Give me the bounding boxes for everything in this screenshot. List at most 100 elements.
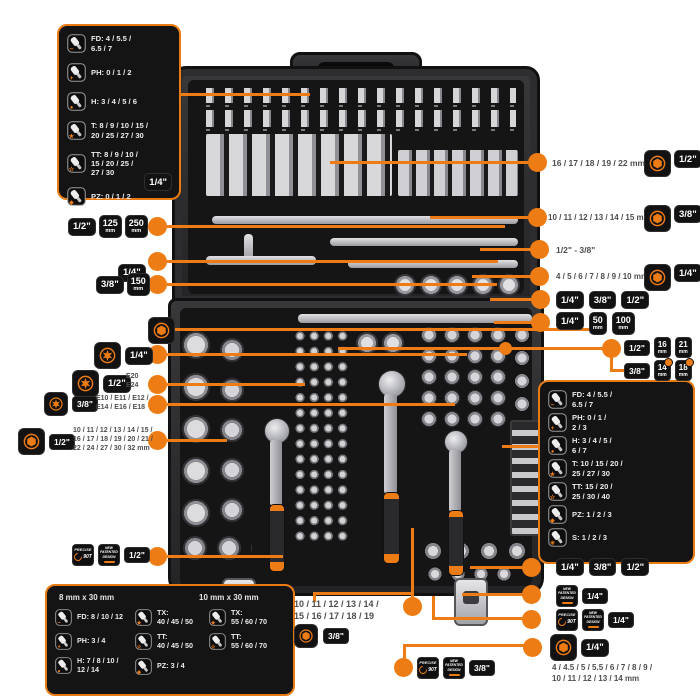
callout-line <box>167 383 305 386</box>
accent-bar-icon <box>103 561 115 564</box>
drive-size-badge: 1/4" <box>125 346 153 365</box>
drive-sizes-group: 1/4" 3/8" 1/2" <box>556 558 650 576</box>
callout-line <box>167 283 497 286</box>
tamper-torx-bit-icon: ☆ <box>135 633 152 650</box>
spec-row: − FD: 8 / 10 / 12 <box>55 609 123 626</box>
spec-row: ◆ PZ: 3 / 4 <box>135 657 193 675</box>
torx-bit-icon: ★ <box>209 609 226 626</box>
callout-line <box>181 93 310 96</box>
callout-line <box>167 260 498 263</box>
drive-sizes-group: 1/4" 3/8" 1/2" <box>556 291 650 309</box>
spec-row: ✳ S: 1 / 2 / 3 <box>548 528 685 547</box>
socket-group: 3/8" <box>294 624 349 648</box>
ratchet-arc-icon <box>72 551 84 563</box>
spec-row-label: S: 1 / 2 / 3 <box>572 532 608 542</box>
ratchet-grip <box>269 504 285 572</box>
spec-row-label: PZ: 3 / 4 <box>157 660 185 670</box>
hex-bit-icon: ● <box>548 436 567 455</box>
callout-line <box>494 321 533 324</box>
small-socket-row <box>424 564 516 584</box>
svg-text:☆: ☆ <box>211 644 217 651</box>
drive-size-badge: 1/4" <box>608 612 634 628</box>
large-socket-column <box>176 324 216 536</box>
large-socket-column <box>215 330 249 530</box>
flat-bit-icon: − <box>67 34 86 53</box>
socket-group: 1/4" <box>550 634 609 661</box>
callout-line <box>313 592 316 602</box>
callout-line <box>313 592 414 595</box>
callout-dot <box>528 153 547 172</box>
phillips-bit-icon: + <box>55 633 72 650</box>
phillips-bit-icon: + <box>548 413 567 432</box>
spec-row: ☆ TT: 40 / 45 / 50 <box>135 632 193 650</box>
svg-text:+: + <box>70 75 74 82</box>
callout-dot <box>148 217 167 236</box>
callout-dot <box>523 638 542 657</box>
ratchet-shaft <box>384 394 397 494</box>
callout-dot <box>522 585 541 604</box>
bit-size-markings <box>206 105 516 107</box>
hex-bit-icon: ● <box>67 92 86 111</box>
spec-row-label: TX: 55 / 60 / 70 <box>231 608 267 626</box>
spec-row: ☆ TT: 15 / 20 / 25 / 30 / 40 <box>548 482 685 501</box>
callout-line <box>338 347 604 350</box>
bit-holder-strip <box>293 328 350 544</box>
spec-row-label: FD: 4 / 5.5 / 6.5 / 7 <box>572 390 613 409</box>
accent-bar-icon <box>587 626 599 629</box>
e-torx-socket-icon <box>44 392 68 416</box>
callout-line <box>167 555 283 558</box>
bit-row <box>206 110 516 127</box>
e-socket-sizes-label: E10 / E11 / E12 / E14 / E16 / E18 <box>96 395 149 412</box>
drive-size-badge: 1/2" <box>49 433 75 450</box>
spec-row: − FD: 4 / 5.5 / 6.5 / 7 <box>67 34 171 53</box>
large-sockets <box>178 528 252 568</box>
drive-size-badge: 3/8" <box>624 362 650 379</box>
spec-row-label: FD: 4 / 5.5 / 6.5 / 7 <box>91 34 132 53</box>
callout-line <box>430 216 528 219</box>
hex-socket-icon <box>644 150 671 177</box>
callout-dot <box>499 342 512 355</box>
torx-bit-icon: ★ <box>548 459 567 478</box>
svg-text:☆: ☆ <box>137 644 143 651</box>
callout-line <box>167 353 467 356</box>
spec-row-label: T: 8 / 9 / 10 / 15 / 20 / 25 / 27 / 30 <box>91 121 148 140</box>
long-extension-bar <box>298 314 532 323</box>
callout-dot <box>148 431 167 450</box>
spec-row: ◆ PZ: 1 / 2 / 3 <box>548 505 685 524</box>
spec-row-label: T: 10 / 15 / 20 / 25 / 27 / 30 <box>572 459 623 478</box>
spark-plug-sockets <box>354 330 406 356</box>
callout-line <box>490 298 533 301</box>
drive-size-badge: 1/2" <box>621 291 650 309</box>
ratchet-shaft <box>270 440 282 506</box>
pozidriv-bit-icon: ◆ <box>548 505 567 524</box>
drive-size-badge: 1/4" <box>582 588 608 604</box>
callout-dot <box>528 208 547 227</box>
callout-dot <box>148 252 167 271</box>
svg-text:+: + <box>551 425 555 432</box>
ratchet-grip <box>448 510 464 576</box>
drive-size-badge: 1/2" <box>68 217 96 236</box>
deep-socket-row <box>206 134 392 196</box>
spec-row-label: PZ: 1 / 2 / 3 <box>572 509 612 519</box>
drive-size-badge: 3/8" <box>588 558 617 576</box>
spec-row: ★ TX: 40 / 45 / 50 <box>135 608 193 626</box>
spec-row-label: PZ: 0 / 1 / 2 <box>91 192 131 202</box>
callout-dot <box>602 339 621 358</box>
torx-bit-icon: ★ <box>135 609 152 626</box>
socket-sizes-label: 10 / 11 / 12 / 13 / 14 / 15 / 16 / 17 / … <box>294 599 379 622</box>
e-torx-group: 3/8" <box>44 392 98 416</box>
callout-line <box>502 445 540 448</box>
e-socket-sizes-label: E20 E24 <box>126 373 139 390</box>
